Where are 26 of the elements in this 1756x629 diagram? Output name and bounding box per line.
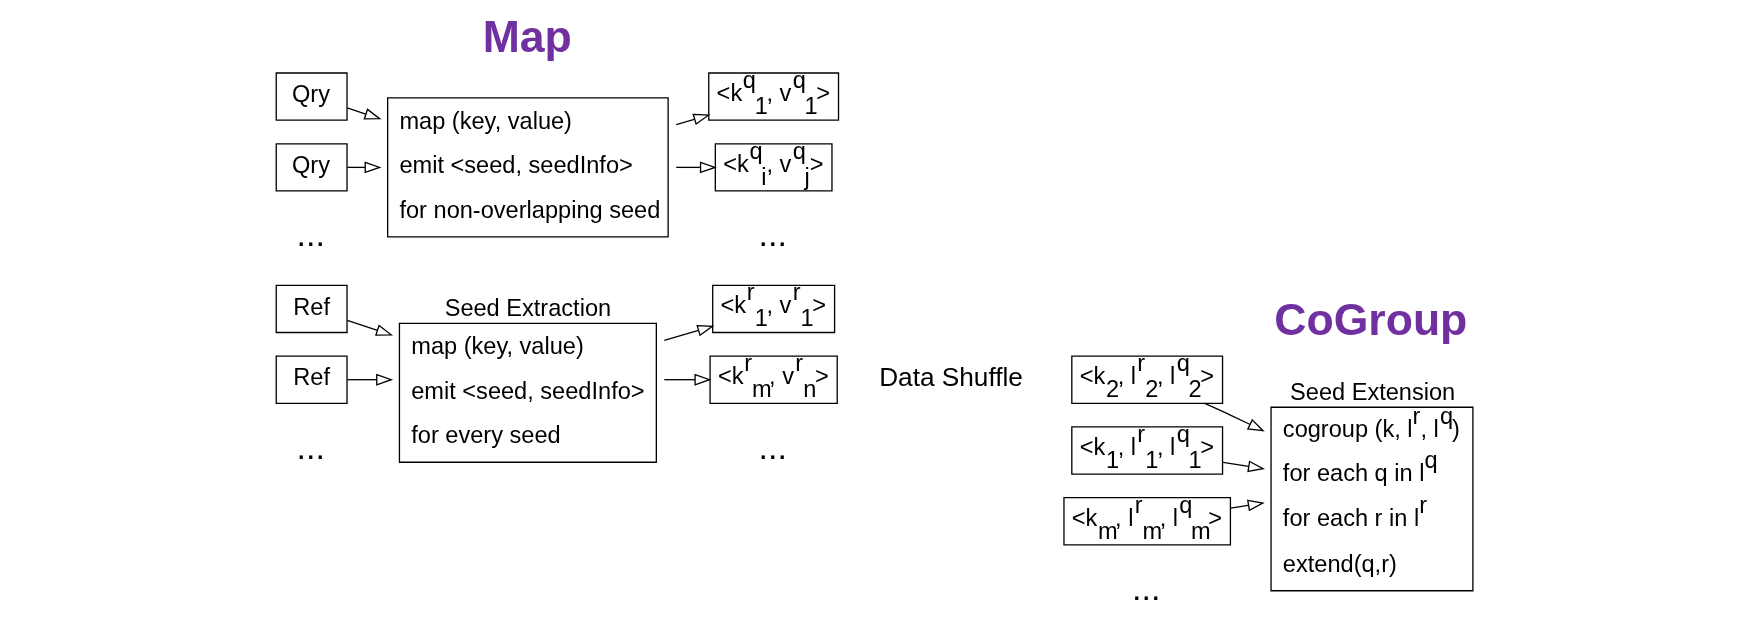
label: ... xyxy=(1131,569,1161,608)
arrow xyxy=(346,373,393,386)
node-box: map (key, value) emit <seed, seedInfo> for non-overlapping seed xyxy=(386,97,669,238)
arrow xyxy=(1229,499,1265,512)
arrow xyxy=(1203,402,1265,432)
arrow xyxy=(1221,460,1265,473)
label: CoGroup xyxy=(1273,294,1467,344)
node-label: Seed Extension xyxy=(1289,378,1455,405)
label: Map xyxy=(482,11,572,61)
node-box: Ref xyxy=(275,355,348,404)
node-box: map (key, value) emit <seed, seedInfo> for every seed xyxy=(398,322,657,463)
arrow xyxy=(663,373,711,386)
node-label: Seed Extraction xyxy=(444,295,611,322)
label: ... xyxy=(296,427,325,466)
arrow xyxy=(675,161,717,174)
label: ... xyxy=(296,215,325,254)
node-box: Qry xyxy=(275,143,348,192)
arrow xyxy=(346,107,381,120)
arrow xyxy=(675,113,710,126)
label: Data Shuffle xyxy=(878,362,1023,393)
node-box: Qry xyxy=(275,72,348,121)
arrow xyxy=(663,324,714,342)
node-box: Ref xyxy=(275,284,348,334)
arrow xyxy=(346,319,393,336)
label: ... xyxy=(758,427,787,466)
label: ... xyxy=(758,215,787,254)
